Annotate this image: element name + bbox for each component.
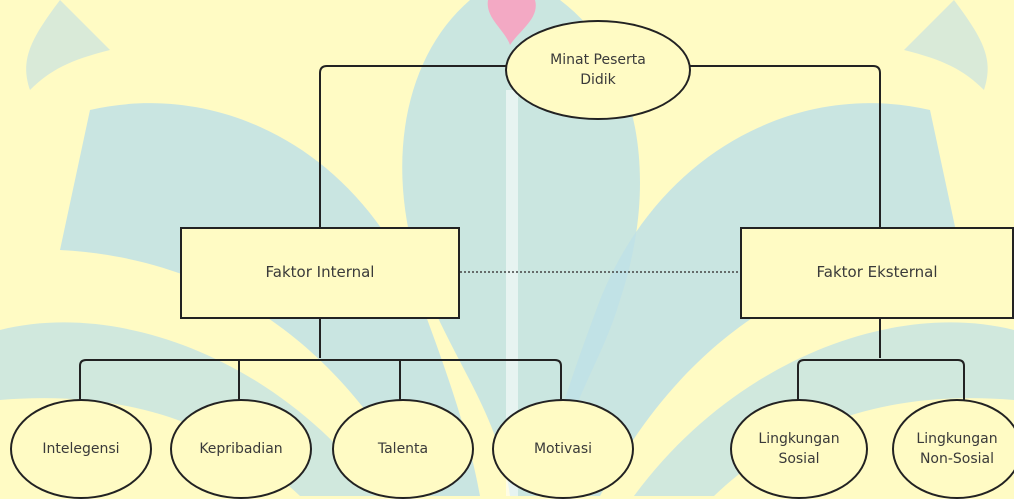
root-node-label: Minat Peserta Didik: [550, 50, 646, 91]
leaf-node-label: Kepribadian: [199, 439, 282, 459]
leaf-node-label: Talenta: [378, 439, 428, 459]
connector-internal-children: [80, 317, 561, 400]
leaf-node-talenta: Talenta: [332, 399, 474, 499]
leaf-node-label: Motivasi: [534, 439, 592, 459]
root-node-minat-peserta-didik: Minat Peserta Didik: [505, 20, 691, 120]
node-faktor-internal-label: Faktor Internal: [266, 262, 375, 284]
connector-root-to-external: [689, 66, 880, 228]
node-faktor-eksternal-label: Faktor Eksternal: [817, 262, 938, 284]
leaf-node-lingkungan-non-sosial: Lingkungan Non-Sosial: [892, 399, 1014, 499]
leaf-node-label: Lingkungan Sosial: [758, 429, 839, 470]
leaf-node-kepribadian: Kepribadian: [170, 399, 312, 499]
leaf-node-lingkungan-sosial: Lingkungan Sosial: [730, 399, 868, 499]
leaf-node-motivasi: Motivasi: [492, 399, 634, 499]
connector-external-children: [798, 317, 964, 400]
connector-root-to-internal: [320, 66, 507, 228]
node-faktor-internal: Faktor Internal: [180, 227, 460, 319]
leaf-node-intelegensi: Intelegensi: [10, 399, 152, 499]
leaf-node-label: Intelegensi: [42, 439, 119, 459]
leaf-node-label: Lingkungan Non-Sosial: [916, 429, 997, 470]
node-faktor-eksternal: Faktor Eksternal: [740, 227, 1014, 319]
